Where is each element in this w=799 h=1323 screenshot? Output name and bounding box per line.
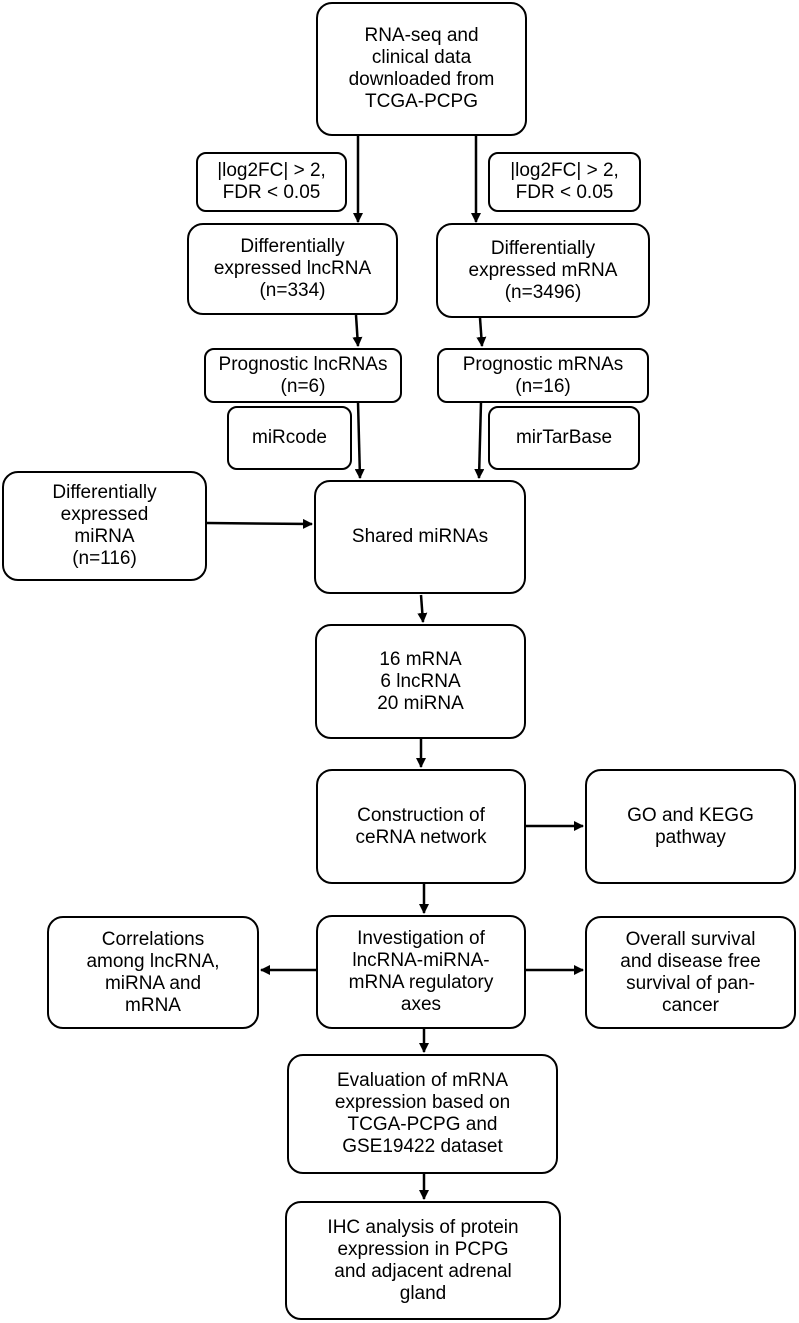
box-text-line: Prognostic lncRNAs [218,353,388,375]
box-text-line: Overall survival [625,928,756,950]
box-text-line: |log2FC| > 2, [217,160,326,181]
shared-mirnas-box: Shared miRNAs [314,480,526,594]
box-text-line: (n=16) [515,375,571,397]
arrow-prognostic-mrna-to-shared [474,401,485,479]
box-text-line: Differentially [240,236,345,257]
box-text-line: axes [400,994,442,1015]
box-text-line: expressed [60,504,149,525]
box-text-line: clinical data [371,47,472,68]
box-text-line: expression in PCPG [337,1238,509,1260]
box-text-line: mRNA regulatory [348,972,494,993]
arrow-prognostic-lncrna-to-shared [354,401,365,479]
box-text-line: Prognostic mRNAs [462,353,624,375]
box-text-line: Evaluation of mRNA [336,1070,509,1091]
box-text-line: mirTarBase [515,427,613,448]
box-text-line: downloaded from [348,69,495,90]
box-text-line: (n=3496) [504,281,582,303]
box-text-line: FDR < 0.05 [222,182,321,203]
box-text-line: miRNA and [104,972,202,994]
box-text-line: (n=116) [72,548,137,569]
arrow-de-mirna-to-shared [206,518,313,529]
box-text-line: 20 miRNA [377,692,464,714]
arrow-de-lncrna-to-prognostic [352,314,363,347]
box-text-line: miRNA [74,526,135,547]
box-text-line: (n=6) [280,375,326,397]
prognostic-lncrna-box: Prognostic lncRNAs(n=6) [204,348,402,403]
box-text-line: ceRNA network [355,826,487,848]
box-text-line: and adjacent adrenal [334,1260,512,1282]
box-text-line: Construction of [357,804,485,826]
box-text-line: GSE19422 dataset [342,1136,503,1157]
box-text-line: expression based on [334,1092,511,1113]
box-text-line: 6 lncRNA [380,670,461,692]
box-text-line: |log2FC| > 2, [510,160,619,181]
box-text-line: mRNA [125,994,181,1016]
box-text-line: pathway [655,826,726,848]
box-text-line: FDR < 0.05 [515,182,614,203]
box-text-line: Correlations [101,928,205,950]
box-text-line: cancer [661,994,720,1016]
box-text-line: miRcode [252,427,327,448]
mirtarbase-box: mirTarBase [488,406,640,470]
box-text-line: IHC analysis of protein [327,1216,519,1238]
box-text-line: and disease free [620,950,761,972]
criteria-right-box: |log2FC| > 2,FDR < 0.05 [488,152,641,212]
prognostic-mrna-box: Prognostic mRNAs(n=16) [437,348,649,403]
box-text-line: gland [399,1282,447,1304]
mircode-box: miRcode [227,406,352,470]
box-text-line: RNA-seq and [364,25,479,46]
box-text-line: expressed lncRNA [213,258,372,279]
arrow-shared-to-counts [417,594,428,623]
box-text-line: TCGA-PCPG and [347,1114,498,1135]
box-text-line: among lncRNA, [86,950,220,972]
box-text-line: lncRNA-miRNA- [352,950,490,971]
box-text-line: survival of pan- [626,972,755,994]
box-text-line: Differentially [490,237,596,259]
box-text-line: TCGA-PCPG [365,91,478,112]
box-text-line: Investigation of [357,928,485,949]
box-text-line: GO and KEGG [627,804,754,826]
box-text-line: 16 mRNA [379,648,462,670]
box-text-line: Differentially [52,482,157,503]
box-text-line: (n=334) [259,280,326,301]
arrow-de-mrna-to-prognostic [476,317,487,347]
criteria-left-box: |log2FC| > 2,FDR < 0.05 [196,152,347,212]
box-text-line: Shared miRNAs [351,526,489,547]
box-text-line: expressed mRNA [468,259,618,281]
